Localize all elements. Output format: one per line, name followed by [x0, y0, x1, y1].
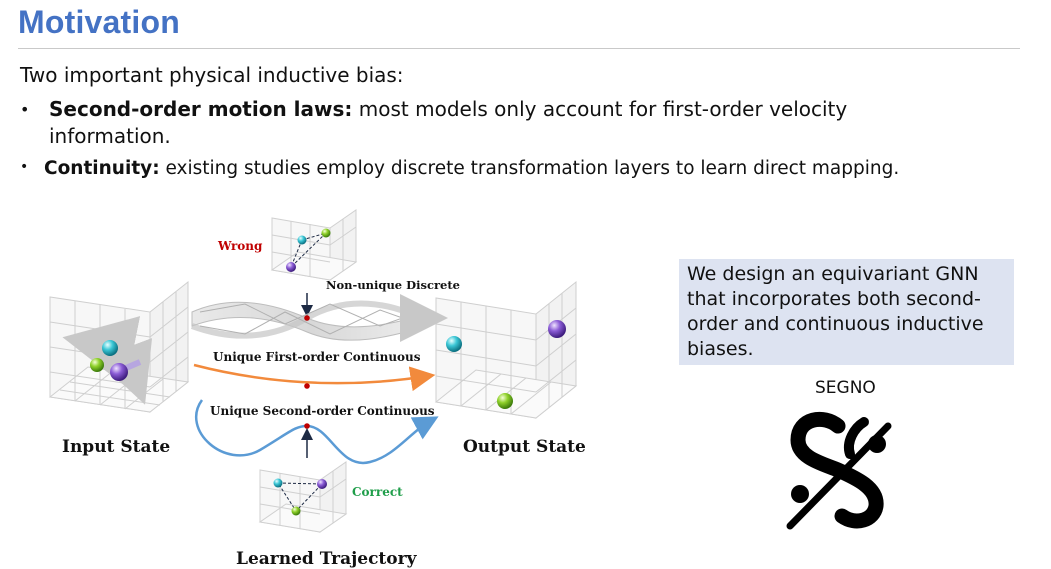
- correct-label: Correct: [352, 485, 403, 499]
- segno-icon: [786, 411, 892, 530]
- particle-cyan-icon: [273, 478, 283, 488]
- particle-green-icon: [497, 393, 513, 409]
- particle-purple-icon: [110, 363, 128, 381]
- output-state-label: Output State: [463, 437, 586, 457]
- bullet-dot: •: [20, 100, 30, 119]
- particle-green-icon: [90, 358, 104, 372]
- segno-caption: SEGNO: [815, 378, 876, 398]
- bullet-dot: •: [20, 159, 29, 175]
- particle-purple-icon: [317, 479, 327, 489]
- velocity-arrow-icon: [124, 359, 142, 371]
- intro-text: Two important physical inductive bias:: [20, 63, 404, 87]
- particle-cyan-icon: [446, 336, 462, 352]
- midpoint-marker: [304, 315, 310, 321]
- second-order-label: Unique Second-order Continuous: [210, 404, 435, 418]
- velocity-arrow-icon: [95, 338, 153, 405]
- trajectory-diagram: Input State Output State Wrong Non-uniqu…: [48, 209, 586, 569]
- learned-trajectory-label: Learned Trajectory: [236, 549, 418, 569]
- wrong-trajectory-grid: [270, 209, 358, 281]
- particle-cyan-icon: [297, 235, 307, 245]
- bullet-body: most models only account for first-order…: [49, 97, 848, 148]
- input-state-label: Input State: [62, 437, 170, 457]
- midpoint-marker: [304, 423, 310, 429]
- summary-callout: We design an equivariant GNN that incorp…: [679, 259, 1014, 365]
- title-divider: [18, 48, 1020, 49]
- first-order-curve: [193, 363, 436, 392]
- input-state-grid: [48, 280, 190, 414]
- bullet-term: Continuity:: [44, 158, 160, 179]
- particle-cyan-icon: [102, 340, 118, 356]
- wrong-label: Wrong: [217, 239, 263, 253]
- particle-green-icon: [321, 228, 331, 238]
- discrete-label: Non-unique Discrete: [326, 278, 460, 292]
- bullet-body: existing studies employ discrete transfo…: [159, 158, 900, 179]
- midpoint-marker: [304, 383, 310, 389]
- particle-purple-icon: [286, 262, 296, 272]
- first-order-label: Unique First-order Continuous: [213, 350, 421, 364]
- correct-trajectory-grid: [258, 461, 348, 533]
- particle-purple-icon: [548, 320, 566, 338]
- slide-title: Motivation: [18, 4, 180, 40]
- particle-green-icon: [291, 506, 301, 516]
- discrete-band: [190, 294, 448, 342]
- bullet-term: Second-order motion laws:: [49, 97, 353, 121]
